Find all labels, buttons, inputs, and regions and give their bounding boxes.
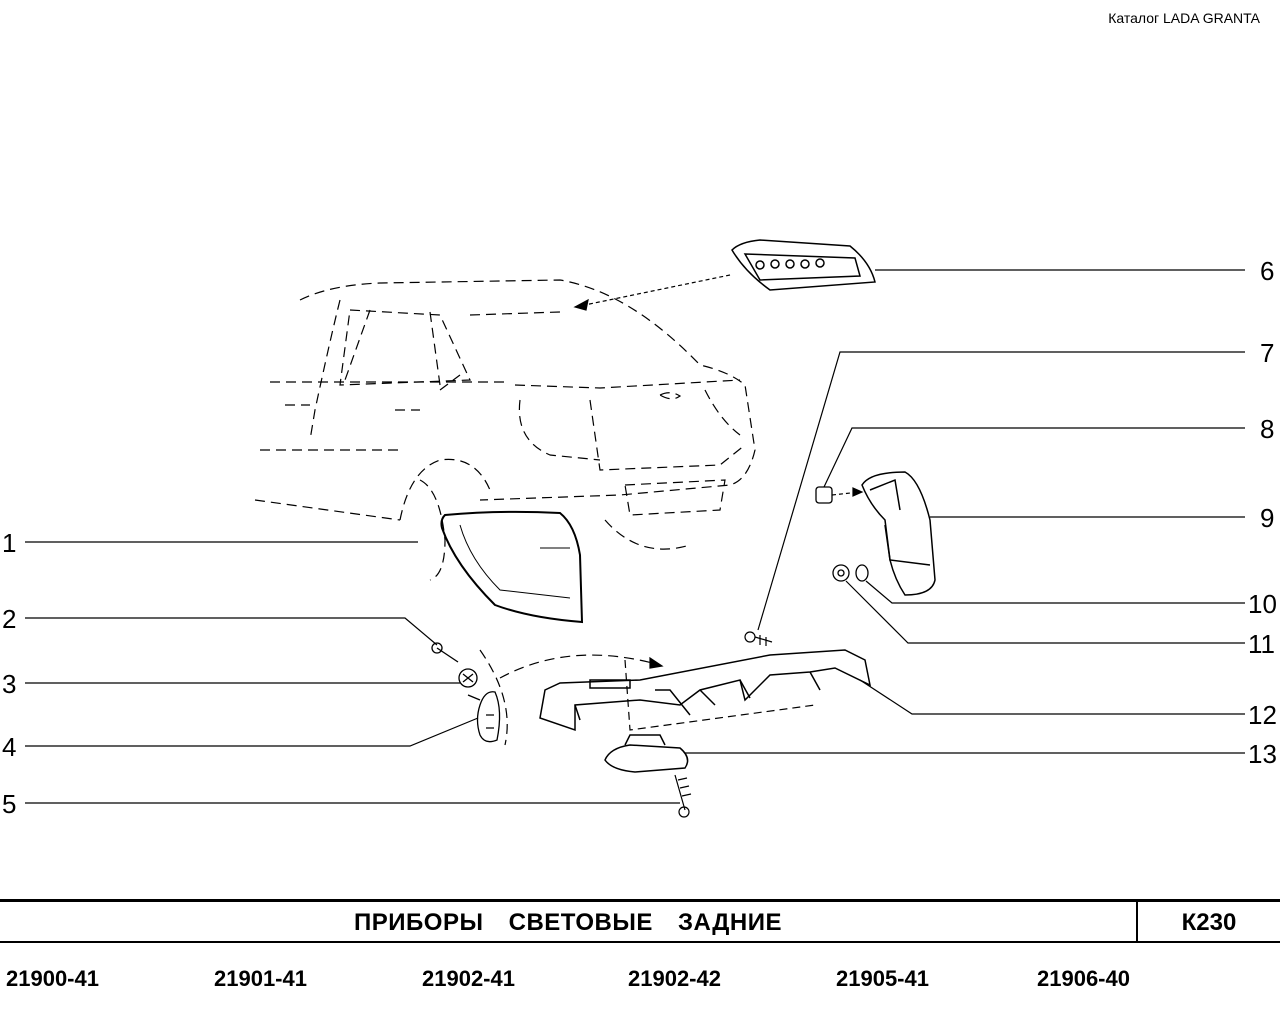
callout-1: 1 <box>2 528 17 558</box>
model-code: 21902-42 <box>628 966 721 991</box>
callout-12: 12 <box>1248 700 1277 730</box>
callout-8: 8 <box>1260 414 1275 444</box>
callout-5: 5 <box>2 789 17 819</box>
callout-13: 13 <box>1248 739 1277 769</box>
screw <box>674 774 692 818</box>
model-code: 21901-41 <box>214 966 307 991</box>
model-code: 21902-41 <box>422 966 515 991</box>
callout-11: 11 <box>1248 629 1275 659</box>
model-code: 21905-41 <box>836 966 929 991</box>
high-brake-lamp <box>731 239 876 291</box>
callout-10: 10 <box>1248 589 1277 619</box>
callout-6: 6 <box>1260 256 1275 286</box>
section-code-cell: К230 <box>1136 902 1280 941</box>
license-lamp <box>604 734 689 773</box>
section-title: ПРИБОРЫ СВЕТОВЫЕ ЗАДНИЕ <box>354 909 782 936</box>
callout-9: 9 <box>1260 503 1275 533</box>
callout-7: 7 <box>1260 338 1275 368</box>
model-code: 21900-41 <box>6 966 99 991</box>
model-code: 21906-40 <box>1037 966 1130 991</box>
callout-2: 2 <box>2 604 17 634</box>
section-code: К230 <box>1181 909 1237 936</box>
catalog-header: Каталог LADA GRANTA <box>1108 10 1260 26</box>
left-fasteners <box>431 642 501 743</box>
car-silhouette <box>254 279 756 581</box>
leader-lines <box>25 269 1245 804</box>
side-lamp <box>861 471 936 596</box>
bolt <box>744 631 773 646</box>
bumper-bracket <box>539 649 872 732</box>
parts-diagram <box>25 239 1245 818</box>
fastener-small <box>815 486 869 582</box>
callout-3: 3 <box>2 669 17 699</box>
title-block: ПРИБОРЫ СВЕТОВЫЕ ЗАДНИЕ К230 <box>0 899 1280 943</box>
model-list: 21900-41 21901-41 21902-41 21902-42 2190… <box>0 966 1280 996</box>
rear-lamp <box>440 510 584 624</box>
callout-4: 4 <box>2 732 17 762</box>
